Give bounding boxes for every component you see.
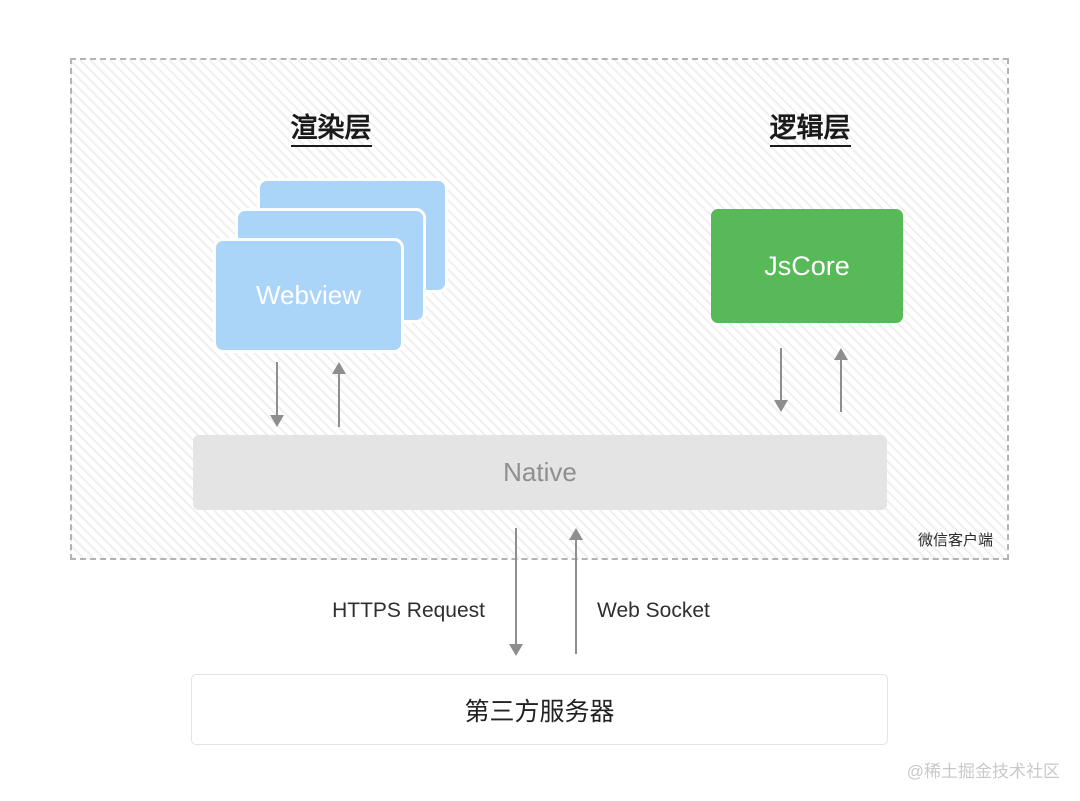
- third-party-server-label: 第三方服务器: [464, 697, 615, 726]
- render-layer-title: 渲染层: [251, 106, 411, 147]
- arrow-line: [338, 373, 340, 427]
- arrow-line: [780, 348, 782, 401]
- jscore-label: JsCore: [764, 250, 850, 281]
- jscore-box: JsCore: [711, 209, 903, 323]
- third-party-server-box: 第三方服务器: [191, 674, 888, 745]
- arrow-down-icon: [509, 644, 523, 656]
- logic-layer-title: 逻辑层: [730, 106, 890, 147]
- arrow-up-icon: [569, 528, 583, 540]
- https-request-label: HTTPS Request: [332, 599, 485, 622]
- render-layer-title-text: 渲染层: [290, 113, 372, 147]
- arrow-up-icon: [834, 348, 848, 360]
- logic-layer-title-text: 逻辑层: [769, 113, 851, 147]
- webview-label: Webview: [255, 280, 361, 310]
- arrow-line: [276, 362, 278, 416]
- native-label: Native: [503, 457, 577, 487]
- webview-card-front: Webview: [213, 238, 404, 353]
- arrow-line: [515, 528, 517, 645]
- watermark: @稀土掘金技术社区: [906, 762, 1060, 781]
- web-socket-label: Web Socket: [597, 599, 710, 622]
- native-bar: Native: [193, 435, 887, 510]
- arrow-line: [575, 539, 577, 654]
- arrow-down-icon: [270, 415, 284, 427]
- arrow-up-icon: [332, 362, 346, 374]
- arrow-line: [840, 359, 842, 412]
- wechat-client-label: 微信客户端: [917, 532, 993, 549]
- arrow-down-icon: [774, 400, 788, 412]
